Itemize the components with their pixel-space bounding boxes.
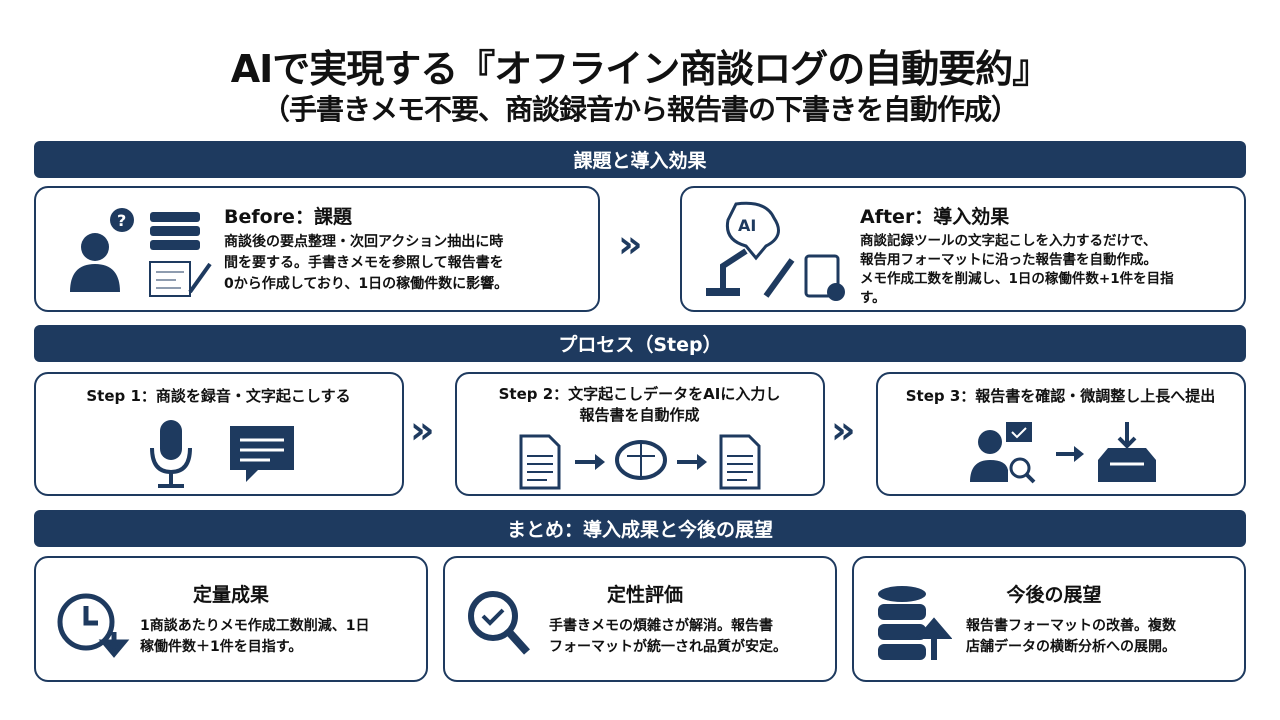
document-ai-document-icon [519,434,761,490]
quantitative-result-card: 定量成果 1商談あたりメモ作成工数削減、1日 稼働件数＋1件を目指す。 [34,556,428,682]
section-header-process: プロセス（Step） [34,325,1246,362]
after-text-line: メモ作成工数を削減し、1日の稼働件数+1件を目指 [860,271,1174,287]
ai-robot-document-icon: AI [706,201,845,301]
step-2-title: Step 2：文字起こしデータをAIに入力し [498,385,781,403]
database-up-icon [878,586,952,660]
person-question-books-icon: ? [70,208,212,297]
chevron-right-icon: » [831,408,855,452]
section-header-summary: まとめ：導入成果と今後の展望 [34,510,1246,547]
result-text-line: 手書きメモの煩雑さが解消。報告書 [549,618,773,634]
page-subtitle: （手書きメモ不要、商談録音から報告書の下書きを自動作成） [261,93,1019,126]
result-heading: 今後の展望 [1006,584,1102,606]
svg-text:AI: AI [738,216,756,235]
step-1-title: Step 1：商談を録音・文字起こしする [86,387,351,405]
step-3-card: Step 3：報告書を確認・微調整し上長へ提出 [876,372,1246,496]
result-heading: 定量成果 [192,584,269,606]
chevron-right-icon: » [618,222,642,266]
result-heading: 定性評価 [606,584,683,606]
step-3-title: Step 3：報告書を確認・微調整し上長へ提出 [905,387,1216,405]
reviewer-inbox-icon [970,422,1156,484]
result-text-line: 1商談あたりメモ作成工数削減、1日 [140,618,370,634]
after-heading: After：導入効果 [860,206,1010,228]
chevron-right-icon: » [410,408,434,452]
before-text-line: 0から作成しており、1日の稼働件数に影響。 [224,276,509,292]
result-text-line: フォーマットが統一され品質が安定。 [549,639,787,655]
after-text-line: 報告用フォーマットに沿った報告書を自動作成。 [860,252,1157,268]
result-text-line: 報告書フォーマットの改善。複数 [966,618,1176,634]
qualitative-result-card: 定性評価 手書きメモの煩雑さが解消。報告書 フォーマットが統一され品質が安定。 [443,556,837,682]
page-title: AIで実現する『オフライン商談ログの自動要約』 [230,47,1051,91]
svg-text:?: ? [117,211,126,230]
magnifier-check-icon [468,591,530,655]
future-outlook-card: 今後の展望 報告書フォーマットの改善。複数 店舗データの横断分析への展開。 [852,556,1246,682]
step-2-title-line2: 報告書を自動作成 [579,406,700,424]
section-header-issues: 課題と導入効果 [34,141,1246,178]
microphone-chat-icon [150,420,294,488]
result-text-line: 店舗データの横断分析への展開。 [966,639,1176,655]
result-text-line: 稼働件数＋1件を目指す。 [140,639,303,655]
before-text-line: 商談後の要点整理・次回アクション抽出に時 [224,234,504,250]
before-card: ? Before：課題 商談後の要点整理・次回アクション抽出に時 間を要する。手… [34,186,600,312]
before-text-line: 間を要する。手書きメモを参照して報告書を [224,255,504,271]
after-card: AI After：導入効果 商談記録ツールの文字起こしを入力するだけで、 報告用… [680,186,1246,312]
step-1-card: Step 1：商談を録音・文字起こしする [34,372,404,496]
after-text-line: す。 [860,290,886,306]
before-heading: Before：課題 [224,206,352,228]
clock-down-icon [57,593,130,658]
step-2-card: Step 2：文字起こしデータをAIに入力し 報告書を自動作成 [455,372,825,496]
after-text-line: 商談記録ツールの文字起こしを入力するだけで、 [860,233,1157,249]
